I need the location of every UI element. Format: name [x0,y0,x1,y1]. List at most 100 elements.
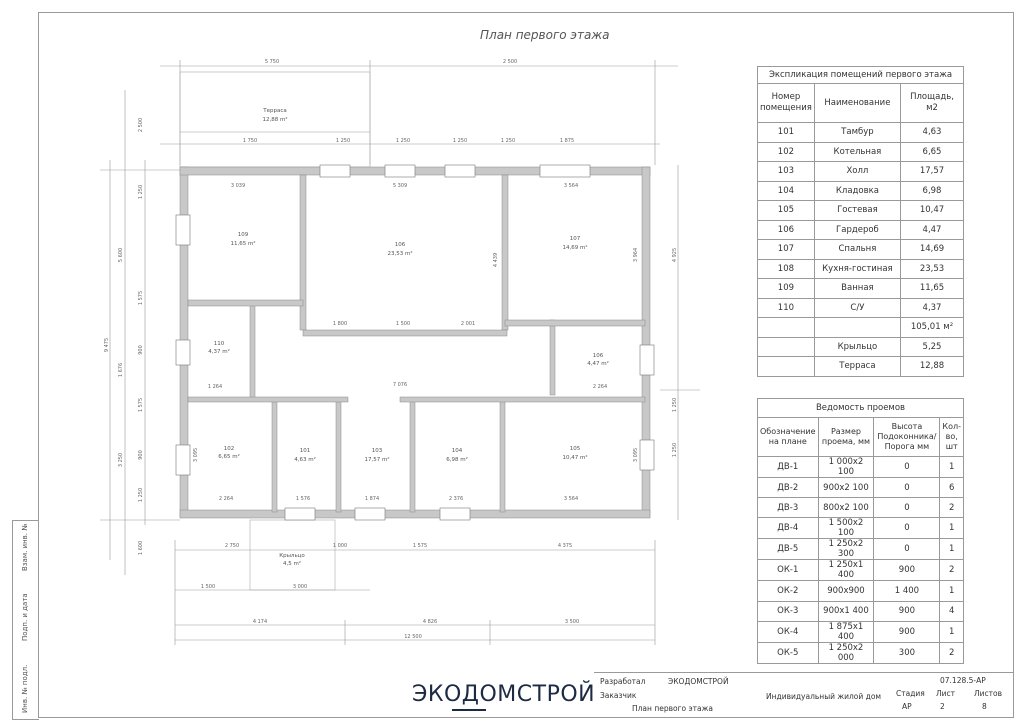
cell-height: 300 [873,641,941,664]
dim-h-107: 3 964 [633,248,639,262]
dim-total-b: 4 826 [423,619,437,625]
cell-qty: 1 [939,620,964,643]
rooms-col-name: Наименование [813,83,902,123]
drawing-sheet [38,12,1014,718]
dim-left-b: 1 250 [138,185,144,199]
cell-name: Спальня [813,239,902,260]
dim-left-1676: 1 676 [118,363,124,377]
sheet-value: 2 [940,702,945,711]
openings-col-qty: Кол-во, шт [939,417,964,457]
dim-mid-d: 1 250 [453,138,467,144]
dim-mid-c: 1 250 [396,138,410,144]
cell-height: 900 [873,620,941,643]
dim-left-1600: 1 600 [138,541,144,555]
openings-table-title: Ведомость проемов [757,398,964,418]
dim-porch-b: 3 000 [293,584,307,590]
dim-inner-mid-b: 1 500 [396,321,410,327]
side-b: Подп. и дата [21,593,29,641]
dim-inner-top-a: 3 039 [231,183,245,189]
side-a: Взам. инв. № [21,523,29,571]
dim-bot-d: 2 376 [449,496,463,502]
openings-col-size: Размер проема, мм [817,417,875,457]
cell-num: 110 [757,297,815,318]
cell-name: Тамбур [813,122,902,143]
porch-area: 4,5 m² [283,560,301,567]
cell-mark: ДВ-4 [757,517,819,540]
porch-label: Крыльцо [279,553,305,559]
cell-size: 1 000х2 100 [817,456,875,478]
room-106-num: 106 [593,353,604,359]
dim-r106: 2 264 [593,384,607,390]
cell-height: 900 [873,600,941,622]
dim-h-106: 4 439 [493,253,499,267]
cell-mark: ОК-1 [757,559,819,582]
stage-value: АР [902,702,912,711]
dim-h-105: 3 095 [633,448,639,462]
cell-mark: ДВ-1 [757,456,819,478]
cell-num: 104 [757,180,815,201]
openings-col-mark: Обозначение на плане [757,417,819,457]
dim-corridor: 7 076 [393,382,407,388]
terrace-label: Терраса [262,108,287,114]
room-102-area: 6,65 m² [218,453,240,460]
title-block: Разработал ЭКОДОМСТРОЙ Заказчик План пер… [594,672,1014,719]
cell-size: 1 250х2 300 [817,538,875,561]
room-110-area: 4,37 m² [208,348,230,355]
dim-left-d: 900 [138,345,144,355]
cell-height: 0 [873,456,941,478]
object-name: Индивидуальный жилой дом [766,692,882,701]
dim-inner-top-b: 5 309 [393,183,407,189]
cell-num: 106 [757,219,815,240]
cell-num: 107 [757,239,815,260]
rooms-col-num: Номер помещения [757,83,815,123]
cell-area: 12,88 [900,356,964,377]
dim-inner-mid-a: 1 800 [333,321,347,327]
cell-area: 23,53 [900,258,964,279]
dim-left-a: 2 500 [138,118,144,132]
dim-left-g: 1 250 [138,488,144,502]
room-103-num: 103 [372,448,383,454]
dim-bot-b: 1 576 [296,496,310,502]
cell-size: 1 500х2 100 [817,517,875,540]
room-107-num: 107 [570,236,581,242]
sheets-label: Листов [974,689,1003,698]
cell-qty: 2 [939,559,964,582]
cell-num: 102 [757,141,815,162]
dim-total-c: 3 500 [565,619,579,625]
cell-area: 5,25 [900,336,964,357]
cell-size: 1 250х1 400 [817,559,875,582]
room-109-num: 109 [238,232,249,238]
room-107-area: 14,69 m² [562,244,587,251]
room-102-num: 102 [224,446,235,452]
cell-name: Терраса [813,356,902,377]
stage-label: Стадия [896,689,925,698]
dim-left-f: 900 [138,450,144,460]
cell-mark: ДВ-2 [757,476,819,499]
cell-name: Холл [813,161,902,182]
cell-height: 0 [873,517,941,540]
dim-total-a: 4 174 [253,619,267,625]
cell-mark: ОК-2 [757,580,819,602]
dim-left-c: 1 575 [138,291,144,305]
cell-name: Кладовка [813,180,902,201]
room-110-num: 110 [214,341,225,347]
sheets-value: 8 [982,702,987,711]
room-106-area: 4,47 m² [587,360,609,367]
cell-mark: ОК-4 [757,620,819,643]
project-code: 07.128.5-АР [940,676,986,685]
dim-total: 12 500 [404,634,422,640]
cell-num: 105 [757,200,815,221]
sheet-name: План первого этажа [632,704,713,713]
